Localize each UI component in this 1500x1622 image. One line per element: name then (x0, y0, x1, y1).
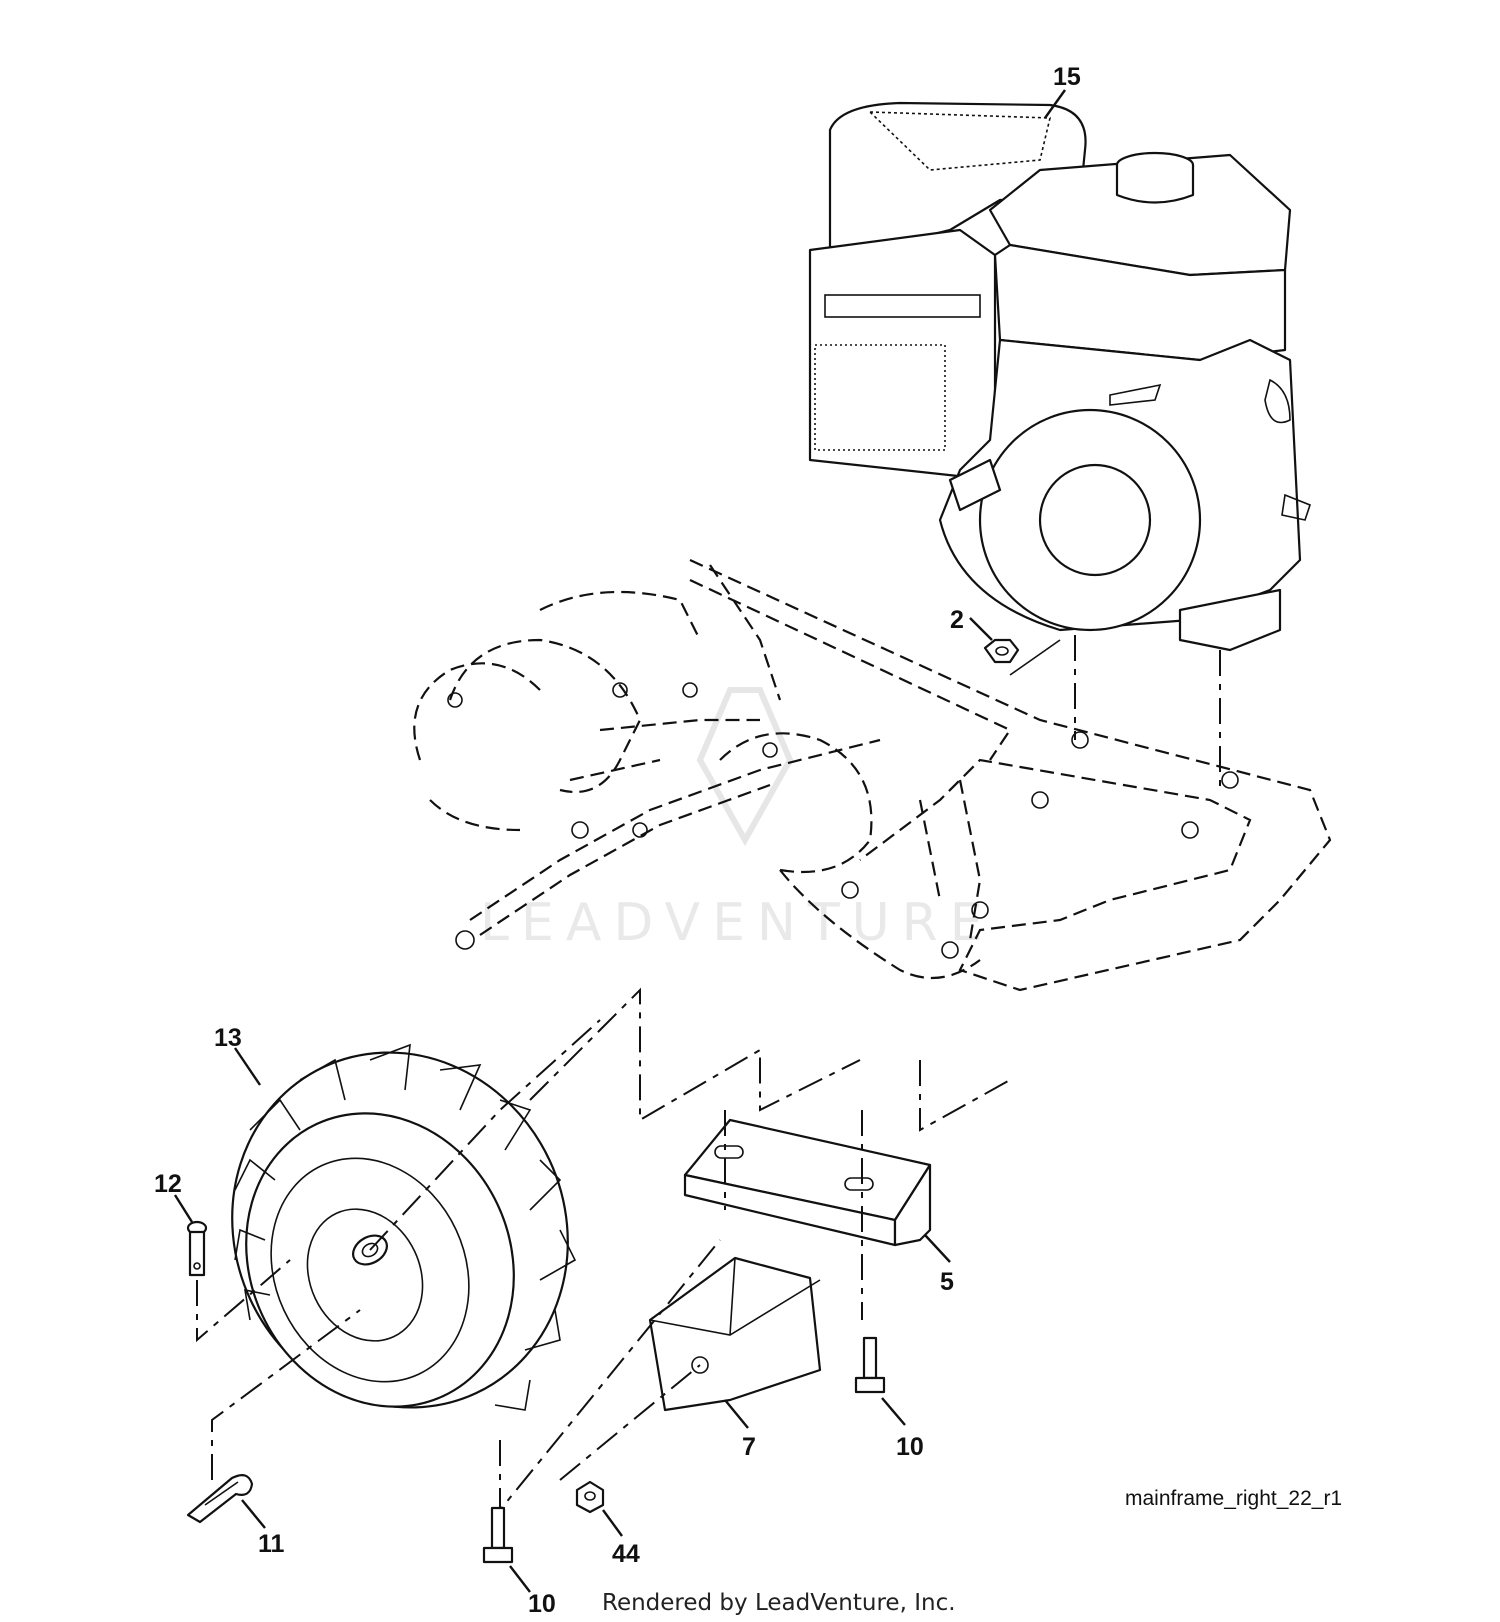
diagram-reference: mainframe_right_22_r1 (1125, 1487, 1342, 1510)
leader-7 (724, 1399, 749, 1429)
callout-5: 5 (940, 1268, 954, 1296)
phantom-axle-wheel (369, 1019, 601, 1251)
flange-nut[interactable] (983, 638, 1061, 676)
leader-10-left (509, 1565, 531, 1593)
hairpin-clip[interactable] (186, 1473, 254, 1524)
footer-credit: Rendered by LeadVenture, Inc. (602, 1590, 956, 1616)
leader-10-right (881, 1397, 906, 1426)
phantom-weight-nut (559, 1364, 701, 1481)
watermark: LEADVENTURE (480, 687, 995, 953)
callout-15: 15 (1053, 63, 1081, 91)
callout-44: 44 (612, 1540, 640, 1568)
callout-13: 13 (214, 1024, 242, 1052)
leader-13 (234, 1047, 261, 1086)
phantom-pin (196, 1259, 291, 1343)
leader-44 (602, 1509, 623, 1537)
wheel-tire[interactable] (174, 997, 625, 1463)
nut[interactable] (575, 1480, 605, 1514)
phantom-bracket-line (919, 1060, 1011, 1132)
callout-12: 12 (154, 1170, 182, 1198)
callout-10-right: 10 (896, 1433, 924, 1461)
leader-15 (1044, 89, 1066, 119)
callout-10-left: 10 (528, 1590, 556, 1618)
phantom-clip (211, 1309, 361, 1480)
callout-2: 2 (950, 606, 964, 634)
callout-7: 7 (742, 1433, 756, 1461)
bolt-right[interactable] (854, 1336, 886, 1394)
leader-12 (173, 1194, 194, 1223)
leader-5 (924, 1234, 951, 1263)
engine[interactable] (808, 101, 1311, 652)
clevis-pin[interactable] (186, 1220, 208, 1277)
weight[interactable] (648, 1256, 822, 1412)
bolt-left[interactable] (482, 1506, 514, 1564)
callout-11: 11 (258, 1530, 285, 1558)
leader-11 (241, 1499, 266, 1529)
bracket[interactable] (683, 1118, 932, 1247)
watermark-text: LEADVENTURE (480, 893, 995, 953)
leader-2 (969, 617, 993, 641)
phantom-axle (529, 987, 861, 1122)
mainframe-phantom (413, 558, 1332, 992)
